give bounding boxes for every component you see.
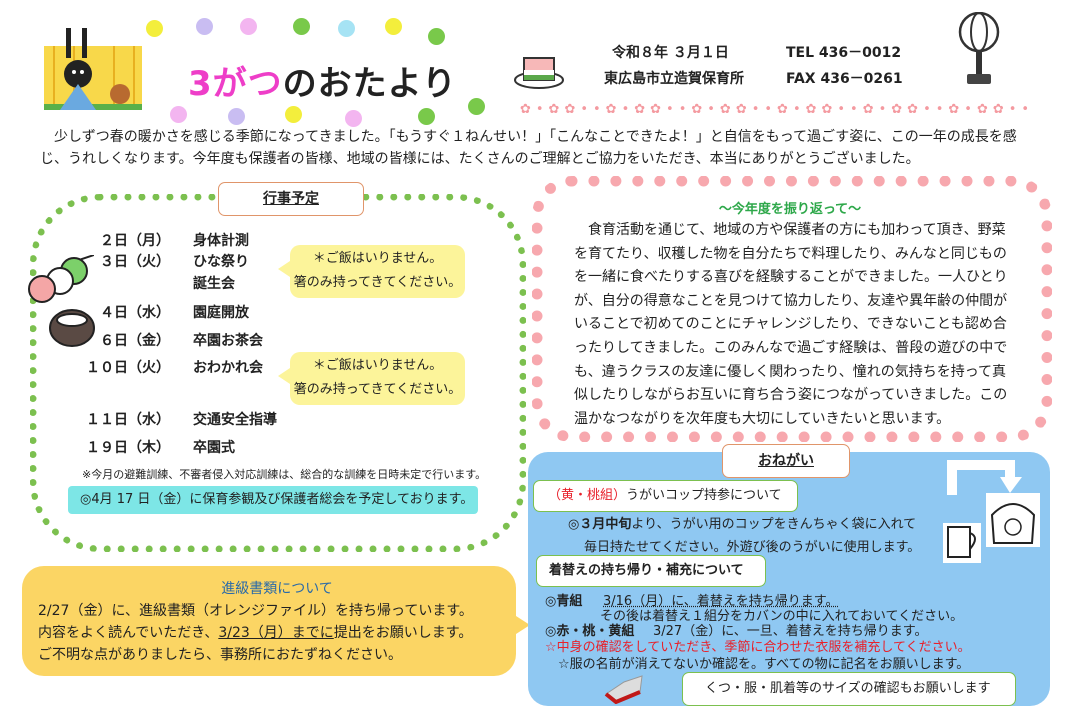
school-name: 東広島市立造賀保育所 (604, 71, 744, 87)
shoes-icon (604, 672, 644, 708)
cup-line: ◎３月中旬より、うがい用のコップをきんちゃく袋に入れて (568, 517, 917, 532)
clothes-label: 着替えの持ち帰り・補充について (536, 555, 766, 587)
tea-cup-icon (48, 308, 96, 352)
cup-bag-icon (940, 455, 1040, 569)
hina-doll-icon (44, 28, 142, 112)
fax-number: FAX 436－0261 (786, 71, 903, 87)
promotion-line: 内容をよく読んでいただき、3/23（月）までに提出をお願いします。 (38, 625, 473, 641)
refill-note: ☆中身の確認をしていただき、季節に合わせた衣服を補充してください。 (545, 640, 971, 655)
sakura-border: ✿•✿✿••✿•✿✿••✿•✿✿••✿•✿✿••✿•✿✿••✿•✿✿••✿•✿✿ (520, 102, 1030, 117)
tel-number: TEL 436－0012 (786, 45, 902, 61)
requests-title: おねがい (722, 444, 850, 478)
review-text: 食育活動を通じて、地域の方や保護者の方にも加わって頂き、野菜を育てたり、収穫した… (574, 222, 1008, 427)
open-house-notice: ◎4月 17 日（金）に保育参観及び保護者総会を予定しております。 (68, 486, 478, 514)
no-rice-bubble: ＊ご飯はいりません。箸のみ持ってきてください。 (278, 245, 465, 298)
size-check-bubble: くつ・服・肌着等のサイズの確認もお願いします (682, 672, 1016, 706)
promotion-title: 進級書類について (221, 581, 333, 597)
dango-icon (24, 254, 95, 309)
promotion-line: ご不明な点がありましたら、事務所におたずねください。 (38, 647, 402, 663)
intro-paragraph: 少しずつ春の暖かさを感じる季節になってきました。「もうすぐ１ねんせい！」「こんな… (40, 129, 1017, 167)
name-note: ☆服の名前が消えてないか確認を。すべての物に記名をお願いします。 (558, 657, 970, 672)
events-title: 行事予定 (218, 182, 364, 216)
review-box (532, 176, 1052, 442)
no-rice-bubble: ＊ご飯はいりません。箸のみ持ってきてください。 (278, 352, 465, 405)
blue-group-line: その後は着替え１組分をカバンの中に入れておいてください。 (600, 609, 964, 624)
lantern-icon (955, 11, 1005, 92)
promotion-line: 2/27（金）に、進級書類（オレンジファイル）を持ち帰っています。 (38, 603, 473, 619)
drill-note: ※今月の避難訓練、不審者侵入対応訓練は、総合的な訓練を日時未定で行います。 (82, 468, 487, 481)
review-title: ～今年度を振り返って～ (718, 202, 862, 217)
cup-label: （黄・桃組）うがいコップ持参について (533, 480, 798, 512)
cup-line: 毎日持たせてください。外遊び後のうがいに使用します。 (584, 540, 921, 555)
hishimochi-icon (514, 48, 564, 94)
issue-date: 令和８年 ３月１日 (612, 45, 729, 61)
promotion-documents-bubble: 進級書類について 2/27（金）に、進級書類（オレンジファイル）を持ち帰っていま… (22, 566, 530, 676)
newsletter-title: 3がつのおたより (188, 64, 457, 104)
